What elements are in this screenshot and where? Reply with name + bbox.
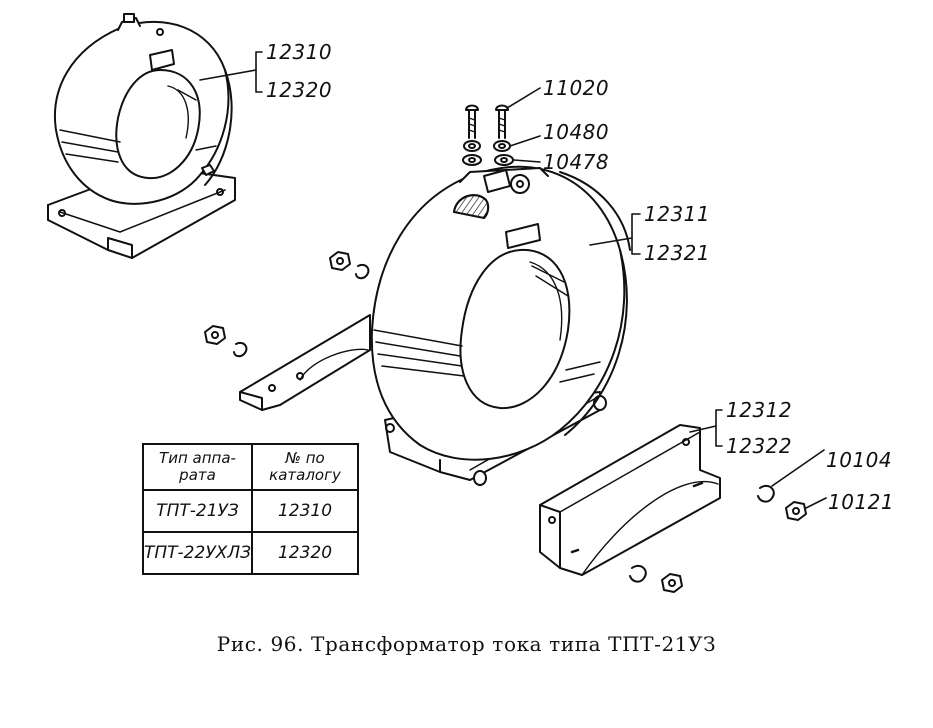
small-transformer-hole (115, 69, 201, 180)
label-10104: 10104 (826, 448, 893, 472)
nut-left-lower (204, 325, 248, 358)
catalog-table: Тип аппа- рата № по каталогу ТПТ-21УЗ 12… (141, 443, 360, 575)
left-bracket (239, 314, 371, 411)
leaders-right (771, 449, 827, 509)
label-10480: 10480 (543, 120, 610, 144)
label-12311: 12311 (644, 202, 711, 226)
label-12322: 12322 (726, 434, 793, 458)
cell-type-2: ТПТ-22УХЛЗ (141, 531, 254, 575)
washer-right (757, 484, 775, 503)
leader-12311 (589, 213, 641, 255)
label-10121: 10121 (828, 490, 895, 514)
header-device-type-text: Тип аппа- рата (159, 449, 236, 484)
screws-group (462, 104, 514, 166)
cell-type-1: ТПТ-21УЗ (141, 489, 254, 533)
nut-bottom (661, 573, 683, 593)
label-12320: 12320 (266, 78, 333, 102)
label-11020: 11020 (543, 76, 610, 100)
large-transformer (239, 165, 631, 486)
header-catalog-number-text: № по каталогу (269, 449, 341, 484)
right-bracket (539, 424, 721, 576)
leader-12310 (199, 51, 263, 93)
header-device-type: Тип аппа- рата (141, 443, 254, 491)
leader-12312 (689, 409, 723, 447)
nut-left-upper (329, 251, 370, 280)
small-transformer (47, 13, 236, 259)
large-transformer-hole (459, 248, 571, 410)
table-header-row: Тип аппа- рата № по каталогу (141, 443, 360, 491)
leaders-screws (506, 87, 541, 163)
label-12310: 12310 (266, 40, 333, 64)
table-row: ТПТ-21УЗ 12310 (141, 489, 360, 533)
table-row: ТПТ-22УХЛЗ 12320 (141, 531, 360, 575)
label-12321: 12321 (644, 241, 711, 265)
header-catalog-number: № по каталогу (251, 443, 360, 491)
nut-right (785, 501, 807, 521)
label-10478: 10478 (543, 150, 610, 174)
cell-number-2: 12320 (251, 531, 360, 575)
label-12312: 12312 (726, 398, 793, 422)
washer-bottom (629, 564, 647, 583)
cell-number-1: 12310 (251, 489, 360, 533)
figure-caption: Рис. 96. Трансформатор тока типа ТПТ-21У… (216, 632, 717, 656)
